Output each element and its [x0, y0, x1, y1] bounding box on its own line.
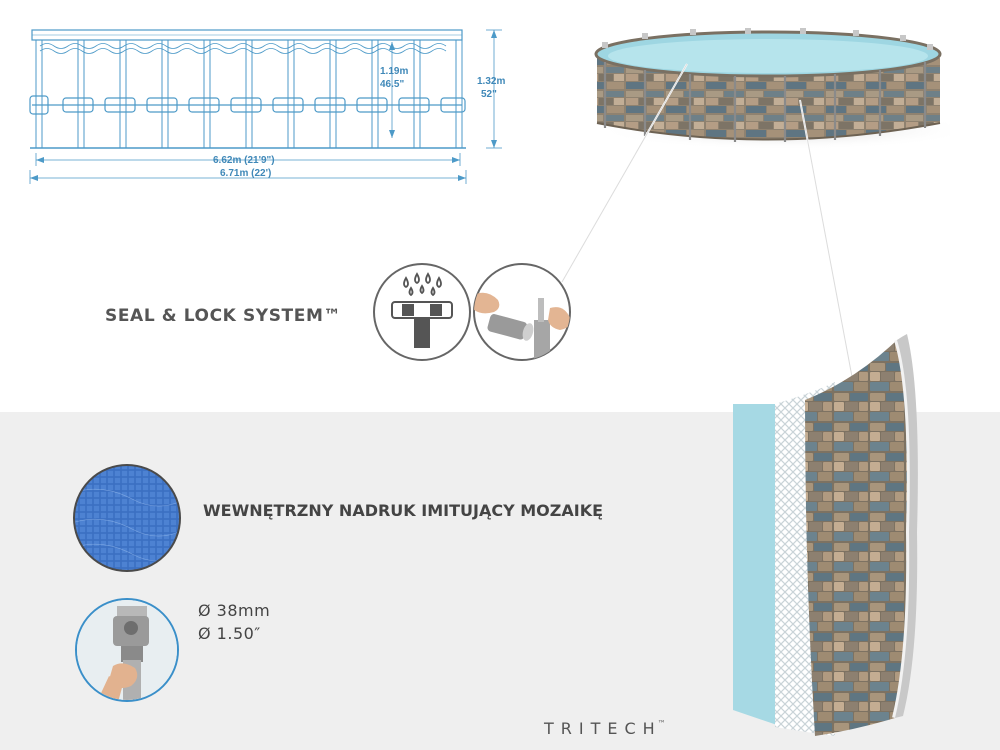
tritech-brand-logo: TRITECH™ — [544, 719, 666, 738]
pool-product-image — [594, 28, 950, 148]
tritech-wall-cutaway — [733, 334, 918, 736]
brand-trademark: ™ — [657, 719, 666, 728]
outer-height-imperial: 52" — [481, 89, 497, 100]
brand-name: TRITECH — [544, 719, 662, 738]
inner-height-imperial: 46.5" — [380, 79, 405, 90]
hose-connector-icon — [75, 598, 179, 702]
hose-diameter-metric: Ø 38mm — [198, 601, 271, 620]
pool-dimension-drawing — [29, 29, 502, 184]
water-drops-icon — [403, 272, 442, 297]
mosaic-swatch — [73, 464, 181, 572]
seal-lock-title: SEAL & LOCK SYSTEM™ — [105, 306, 342, 326]
inner-height-metric: 1.19m — [380, 66, 409, 77]
hand-pipe-icon — [473, 263, 571, 361]
seal-connector-icon — [373, 263, 471, 361]
mosaic-print-label: WEWNĘTRZNY NADRUK IMITUJĄCY MOZAIKĘ — [203, 501, 604, 520]
hose-diameter-imperial: Ø 1.50″ — [198, 624, 261, 643]
inner-diameter-label: 6.62m (21'9") — [213, 155, 275, 166]
outer-height-metric: 1.32m — [477, 76, 506, 87]
outer-diameter-label: 6.71m (22') — [220, 168, 272, 179]
